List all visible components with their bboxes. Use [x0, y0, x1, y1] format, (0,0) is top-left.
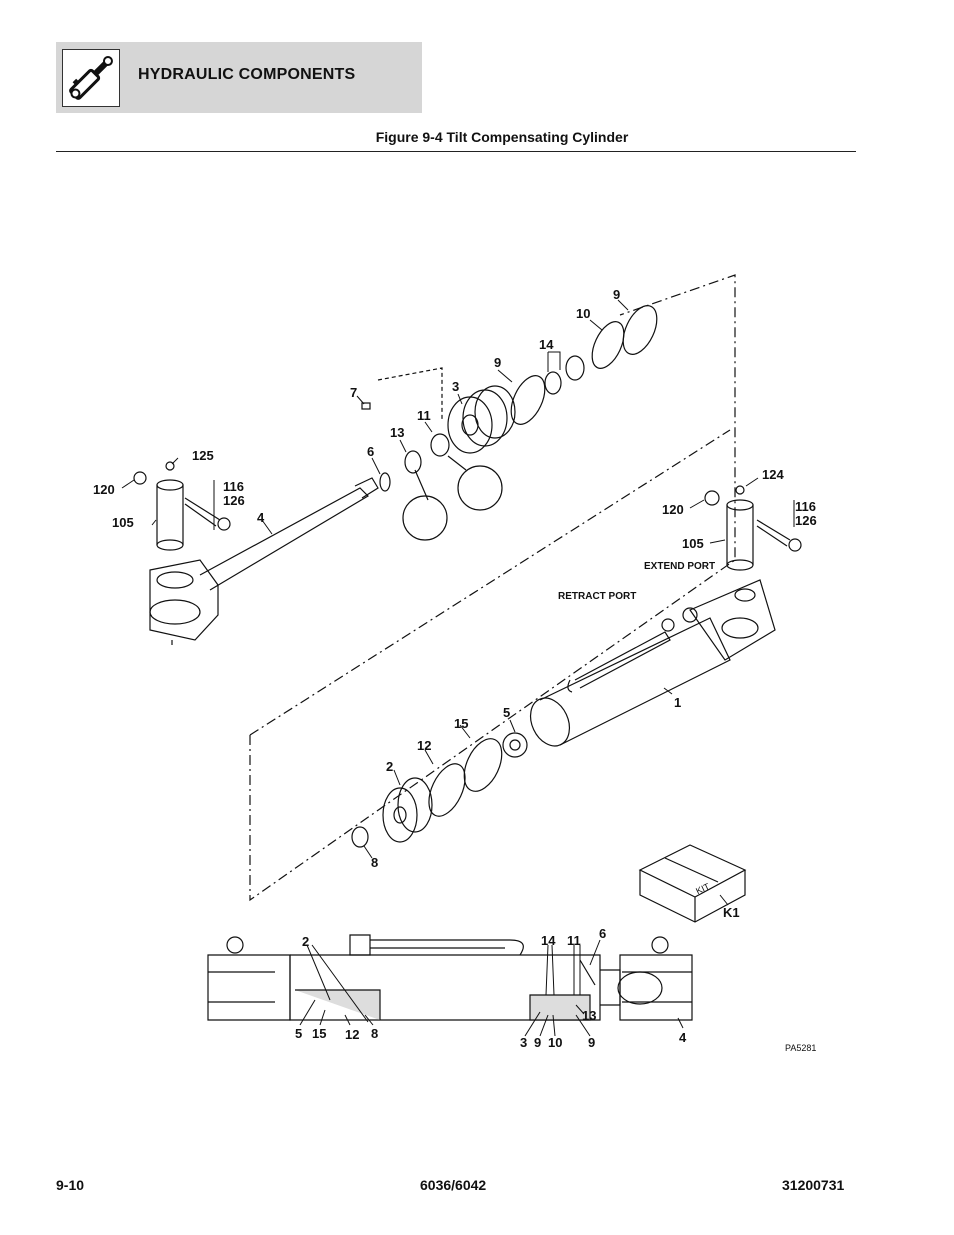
callout-116: 116: [795, 499, 816, 514]
assembly-guide-line: [377, 367, 443, 420]
section-callout-11: 11: [567, 933, 581, 948]
section-callout-6: 6: [599, 926, 606, 941]
document-number: 31200731: [782, 1177, 845, 1193]
callout-11: 11: [417, 408, 431, 423]
retract-port-label: RETRACT PORT: [558, 591, 636, 602]
wear-ring-14b: [565, 355, 585, 381]
callout-7: 7: [350, 385, 357, 400]
set-screw-7: [361, 402, 371, 410]
callout-105: 105: [112, 515, 134, 530]
wear-ring-15: [463, 738, 503, 792]
backup-ring-10: [591, 321, 625, 369]
cylinder-barrel: [529, 579, 776, 747]
callout-13: 13: [390, 425, 404, 440]
detail-view-seal: [402, 495, 448, 541]
o-ring-9-upper: [622, 305, 658, 355]
seal-kit-box: [638, 844, 747, 923]
assembly-guide-line: [249, 429, 731, 736]
rod-seal-11: [430, 433, 450, 457]
callout-1: 1: [674, 695, 681, 710]
figure-title: Figure 9-4 Tilt Compensating Cylinder: [375, 129, 629, 145]
callout-9: 9: [494, 355, 501, 370]
section-callout-14: 14: [541, 933, 556, 948]
section-header: HYDRAULIC COMPONENTS: [56, 42, 422, 113]
nut-120-left: [133, 471, 147, 485]
piston-rod: [149, 477, 379, 645]
section-callout-5: 5: [295, 1026, 302, 1041]
wiper-13: [404, 450, 422, 474]
extend-port-label: EXTEND PORT: [644, 561, 715, 572]
wear-ring-14a: [544, 371, 562, 395]
cylinder-section-view: [207, 934, 693, 1021]
section-callout-13: 13: [582, 1008, 596, 1023]
callout-120: 120: [662, 502, 684, 517]
callout-6: 6: [367, 444, 374, 459]
callout-120: 120: [93, 482, 115, 497]
callout-124: 124: [762, 467, 784, 482]
bolt-116-right: [756, 519, 802, 552]
model-number: 6036/6042: [420, 1177, 487, 1193]
callout-2: 2: [386, 759, 393, 774]
section-callout-3: 3: [520, 1035, 527, 1050]
callout-105: 105: [682, 536, 704, 551]
detail-view-rod-seal: [457, 465, 503, 511]
callout-126: 126: [223, 493, 245, 508]
piston-2: [382, 777, 433, 843]
section-title: HYDRAULIC COMPONENTS: [138, 66, 356, 83]
callout-116: 116: [223, 479, 244, 494]
section-callout-9: 9: [534, 1035, 541, 1050]
section-callout-9: 9: [588, 1035, 595, 1050]
nut-120-right: [704, 490, 720, 506]
section-callout-15: 15: [312, 1026, 326, 1041]
callout-8: 8: [371, 855, 378, 870]
callout-125: 125: [192, 448, 214, 463]
header-divider: [56, 151, 856, 152]
callout-126: 126: [795, 513, 817, 528]
hydraulic-cylinder-icon: [62, 49, 120, 107]
assembly-guide-line: [249, 274, 736, 902]
fitting-124: [735, 485, 745, 495]
pin-105-left: [156, 479, 184, 551]
section-callout-4: 4: [679, 1030, 687, 1045]
section-callout-12: 12: [345, 1027, 359, 1042]
section-callout-10: 10: [548, 1035, 562, 1050]
callout-10: 10: [576, 306, 590, 321]
section-callout-8: 8: [371, 1026, 378, 1041]
o-ring-6: [379, 472, 391, 492]
o-ring-8: [351, 826, 369, 848]
drawing-id: PA5281: [785, 1043, 816, 1053]
page-number: 9-10: [56, 1177, 85, 1193]
callout-3: 3: [452, 379, 459, 394]
piston-seal-12: [428, 763, 466, 817]
fitting-125: [165, 461, 175, 471]
section-callout-2: 2: [302, 934, 309, 949]
callout-5: 5: [503, 705, 510, 720]
cylinder-head: [447, 385, 516, 454]
callout-14: 14: [539, 337, 554, 352]
lock-nut-5: [502, 732, 528, 758]
callout-12: 12: [417, 738, 431, 753]
pin-105-right: [726, 499, 754, 571]
kit-box-label: KIT: [694, 881, 711, 896]
callout-9: 9: [613, 287, 620, 302]
callout-k1: K1: [723, 905, 740, 920]
callout-4: 4: [257, 510, 265, 525]
o-ring-9-lower: [510, 375, 546, 425]
callout-15: 15: [454, 716, 468, 731]
